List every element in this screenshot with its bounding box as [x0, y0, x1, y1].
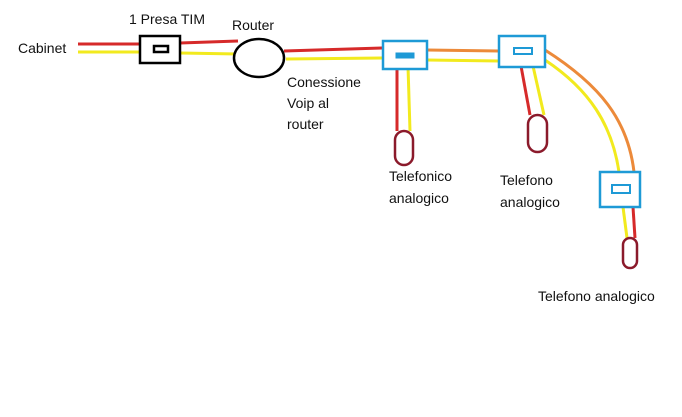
drop-to-phone-2	[519, 65, 546, 116]
yellow-wire	[426, 58, 500, 63]
orange-wire	[544, 48, 636, 173]
phone-3-icon	[621, 236, 639, 270]
cable-presa-to-router	[179, 39, 239, 56]
phone-1-icon	[393, 129, 415, 167]
socket-3	[598, 170, 642, 209]
presa-tim-socket	[138, 34, 182, 65]
red-wire	[283, 46, 384, 53]
red-wire	[179, 39, 239, 45]
red-wire	[631, 206, 637, 239]
yellow-wire	[285, 56, 384, 61]
drop-to-phone-3	[621, 206, 637, 239]
yellow-wire	[531, 65, 546, 116]
red-wire	[519, 65, 532, 116]
label-phone-1: Telefonico analogico	[389, 168, 456, 206]
socket-1	[381, 39, 429, 71]
yellow-wire	[621, 206, 629, 239]
label-router: Router	[232, 17, 274, 33]
cable-cabinet-to-presa	[78, 42, 140, 54]
yellow-wire	[544, 58, 621, 173]
label-cabinet: Cabinet	[18, 40, 66, 56]
phone-2-icon	[526, 113, 549, 154]
yellow-wire	[179, 51, 239, 56]
cable-router-to-socket-1	[283, 46, 384, 61]
yellow-wire	[406, 65, 412, 132]
label-presa-tim: 1 Presa TIM	[129, 11, 205, 27]
cable-socket-2-to-socket-3	[544, 48, 636, 173]
label-phone-3: Telefono analogico	[538, 288, 655, 304]
orange-wire	[426, 48, 500, 53]
label-phone-2: Telefono analogico	[500, 172, 560, 210]
socket-2	[497, 34, 547, 69]
router-icon	[232, 37, 286, 79]
cable-socket-1-to-socket-2	[426, 48, 500, 63]
label-connessione: Conessione Voip al router	[287, 74, 365, 132]
drop-to-phone-1	[395, 65, 412, 132]
